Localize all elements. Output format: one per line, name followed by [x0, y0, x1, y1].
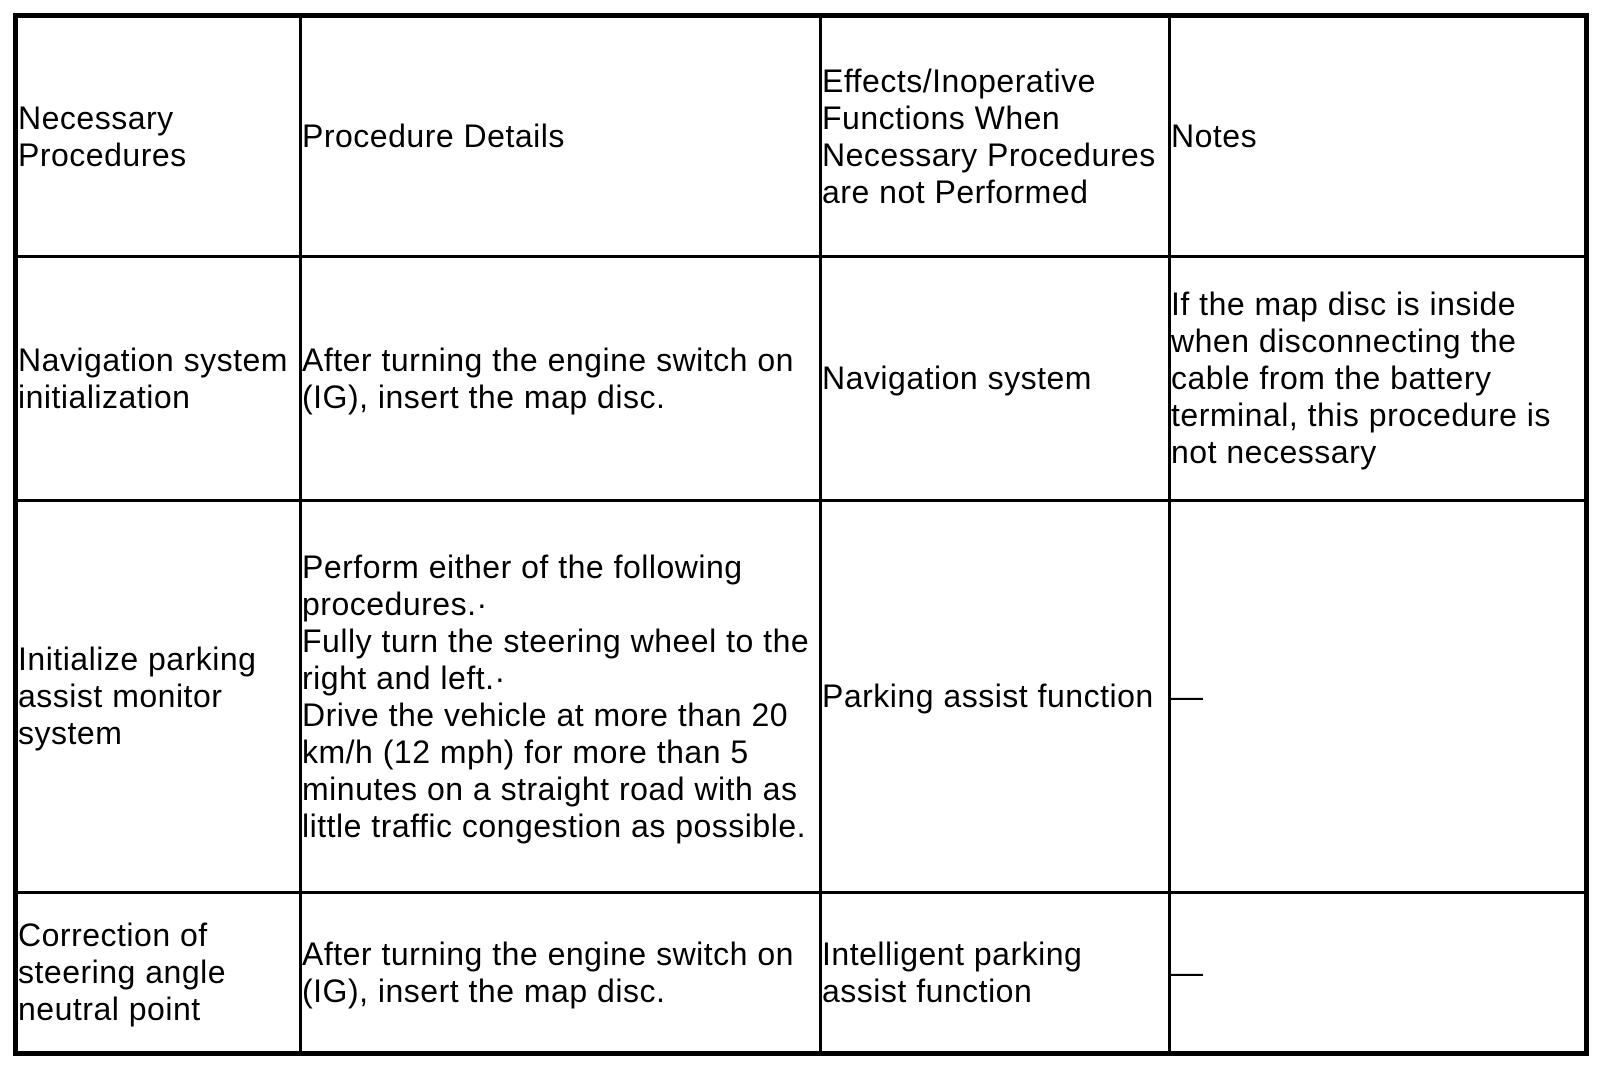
cell-procedure-details: After turning the engine switch on (IG),…: [299, 891, 822, 1055]
column-header-necessary-procedures: Necessary Procedures: [14, 14, 302, 258]
column-header-notes: Notes: [1168, 14, 1588, 258]
cell-procedure: Navigation system initialization: [14, 255, 302, 502]
details-paragraph: Perform either of the following procedur…: [302, 548, 743, 622]
cell-procedure: Correction of steering angle neutral poi…: [14, 891, 302, 1055]
cell-notes-dash: —: [1168, 499, 1588, 894]
details-paragraph: Fully turn the steering wheel to the rig…: [302, 622, 810, 696]
details-paragraph: After turning the engine switch on (IG),…: [302, 935, 794, 1009]
header-row: Necessary Procedures Procedure Details E…: [14, 14, 1588, 258]
details-paragraph: Drive the vehicle at more than 20 km/h (…: [302, 696, 806, 844]
table-row-initialize-parking-assist-monitor: Initialize parking assist monitor system…: [14, 499, 1588, 894]
column-header-effects-inoperative-functions: Effects/Inoperative Functions When Neces…: [819, 14, 1171, 258]
procedures-table: Necessary Procedures Procedure Details E…: [13, 13, 1589, 1056]
details-paragraph: After turning the engine switch on (IG),…: [302, 341, 794, 415]
cell-effects: Intelligent parking assist function: [819, 891, 1171, 1055]
table-row-navigation-system-initialization: Navigation system initialization After t…: [14, 255, 1588, 502]
column-header-procedure-details: Procedure Details: [299, 14, 822, 258]
table-row-correction-steering-angle: Correction of steering angle neutral poi…: [14, 891, 1588, 1055]
cell-procedure: Initialize parking assist monitor system: [14, 499, 302, 894]
cell-procedure-details: After turning the engine switch on (IG),…: [299, 255, 822, 502]
cell-notes: If the map disc is inside when disconnec…: [1168, 255, 1588, 502]
cell-effects: Navigation system: [819, 255, 1171, 502]
cell-notes-dash: —: [1168, 891, 1588, 1055]
cell-procedure-details: Perform either of the following procedur…: [299, 499, 822, 894]
cell-effects: Parking assist function: [819, 499, 1171, 894]
